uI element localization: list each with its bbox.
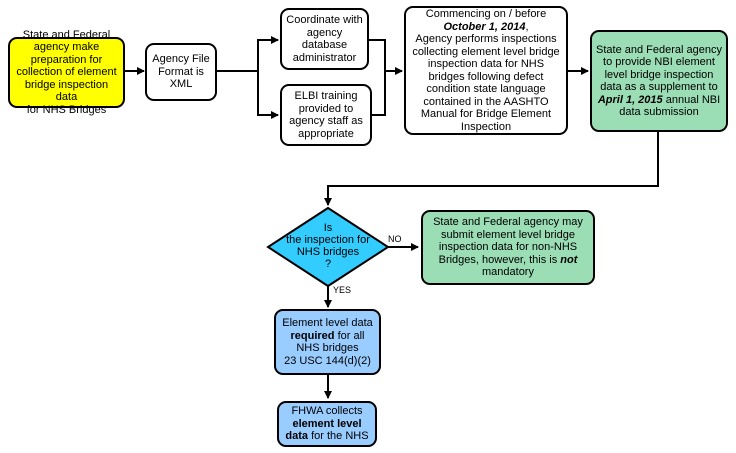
node-commencing-line: inspection data for NHS (427, 58, 545, 70)
edge-coordinate-to-commencing (368, 39, 403, 75)
node-elbi-line: appropriate (298, 127, 354, 140)
decision-text: Is the inspection for NHS bridges ? (268, 222, 388, 270)
node-required-line: NHS bridges (296, 342, 359, 354)
node-may-submit-line: inspection data for non-NHS (438, 241, 578, 254)
node-fhwa-bold2: data (285, 430, 309, 443)
node-commencing-line: contained in the AASHTO (423, 95, 549, 108)
node-may-submit-not-line: Bridges, however, this is not (439, 254, 578, 267)
edge-label-yes: YES (333, 285, 352, 295)
edge-label-no: NO (388, 234, 402, 244)
node-fhwa-line3: data for the NHS (285, 430, 368, 443)
edge-provide-nbi-to-decision (324, 131, 659, 206)
node-provide-nbi: State and Federal agency to provide NBI … (590, 30, 728, 132)
node-required-bold-line: required for all (291, 330, 365, 343)
node-provide-nbi-line: to provide NBI element (603, 56, 715, 68)
node-provide-nbi-line: level bridge inspection (604, 68, 714, 81)
node-elbi-line: provided to (298, 102, 354, 115)
node-commencing-line: condition state language (426, 83, 546, 95)
edge-agency-file-to-elbi (257, 71, 279, 119)
node-provide-nbi-line: data as a supplement to (600, 81, 718, 93)
node-fhwa-line: FHWA collects (291, 405, 363, 418)
node-fhwa-bold2-suffix: for the NHS (308, 430, 369, 443)
node-start-line: agency make (33, 41, 100, 54)
node-required-line: Element level data (282, 317, 373, 329)
node-commencing-line: Inspection (460, 120, 512, 133)
node-start-line: preparation for (30, 53, 103, 66)
node-commencing-date: October 1, 2014 (443, 20, 526, 33)
node-coordinate-line: administrator (292, 51, 357, 64)
node-start-line: for NHS Bridges (26, 103, 107, 116)
node-may-submit-not: not (560, 253, 578, 266)
node-provide-nbi-line: data submission (619, 106, 699, 118)
node-start-line: State and Federal (22, 28, 111, 41)
node-required-bold-suffix: for all (334, 329, 365, 342)
node-may-submit-line: State and Federal agency may (433, 216, 583, 229)
node-provide-nbi-date-suffix: annual NBI (662, 93, 721, 106)
decision-diamond (266, 206, 390, 288)
node-agency-file-line: Format is (158, 65, 204, 78)
node-agency-file-format: Agency File Format is XML (145, 43, 217, 101)
node-provide-nbi-date-line: April 1, 2015 annual NBI (598, 94, 720, 107)
node-required-line: 23 USC 144(d)(2) (284, 354, 371, 367)
edge-elbi-to-commencing (371, 71, 386, 116)
node-agency-file-line: XML (169, 78, 193, 91)
node-coordinate-line: Coordinate with (286, 14, 363, 26)
node-may-submit: State and Federal agency may submit elem… (421, 210, 595, 285)
node-may-submit-line: mandatory (482, 266, 534, 279)
node-start-line: bridge inspection data (24, 78, 109, 104)
node-commencing-line: Commencing on / before (425, 8, 547, 20)
node-may-submit-line4: Bridges, however, this is (438, 253, 561, 266)
edge-agency-file-to-coordinate (217, 36, 279, 72)
node-agency-file-line: Agency File (152, 53, 210, 66)
node-commencing-date-line: October 1, 2014, (444, 21, 529, 34)
node-commencing-date-suffix: , (525, 20, 529, 33)
node-coordinate-line: database (301, 39, 348, 51)
node-elbi-line: ELBI training (294, 90, 358, 102)
node-commencing-line: Agency performs inspections (415, 33, 557, 45)
node-start: State and Federal agency make preparatio… (8, 29, 125, 116)
node-commencing-line: Manual for Bridge Element (420, 108, 552, 120)
node-provide-nbi-line: State and Federal agency (596, 43, 722, 56)
node-fhwa-bold1: element level (292, 417, 362, 430)
node-may-submit-line: submit element level bridge (441, 228, 575, 241)
node-fhwa: FHWA collects element level data for the… (277, 401, 377, 447)
node-commencing-line: collecting element level bridge (412, 45, 560, 58)
node-provide-nbi-date: April 1, 2015 (597, 93, 663, 106)
node-start-line: collection of element (16, 66, 117, 79)
node-required-bold: required (290, 329, 335, 342)
node-elbi-line: agency staff as (289, 115, 363, 127)
decision-line: Is (323, 222, 333, 234)
node-commencing: Commencing on / before October 1, 2014, … (404, 6, 568, 135)
decision-line: the inspection for (286, 234, 370, 246)
node-coordinate-line: agency (306, 26, 343, 39)
decision-line: ? (324, 258, 332, 270)
node-elbi-training: ELBI training provided to agency staff a… (280, 84, 372, 146)
node-coordinate: Coordinate with agency database administ… (280, 8, 369, 70)
node-commencing-line: bridges following defect (428, 70, 544, 83)
node-required: Element level data required for all NHS … (274, 309, 381, 375)
decision-line: NHS bridges (296, 246, 360, 258)
